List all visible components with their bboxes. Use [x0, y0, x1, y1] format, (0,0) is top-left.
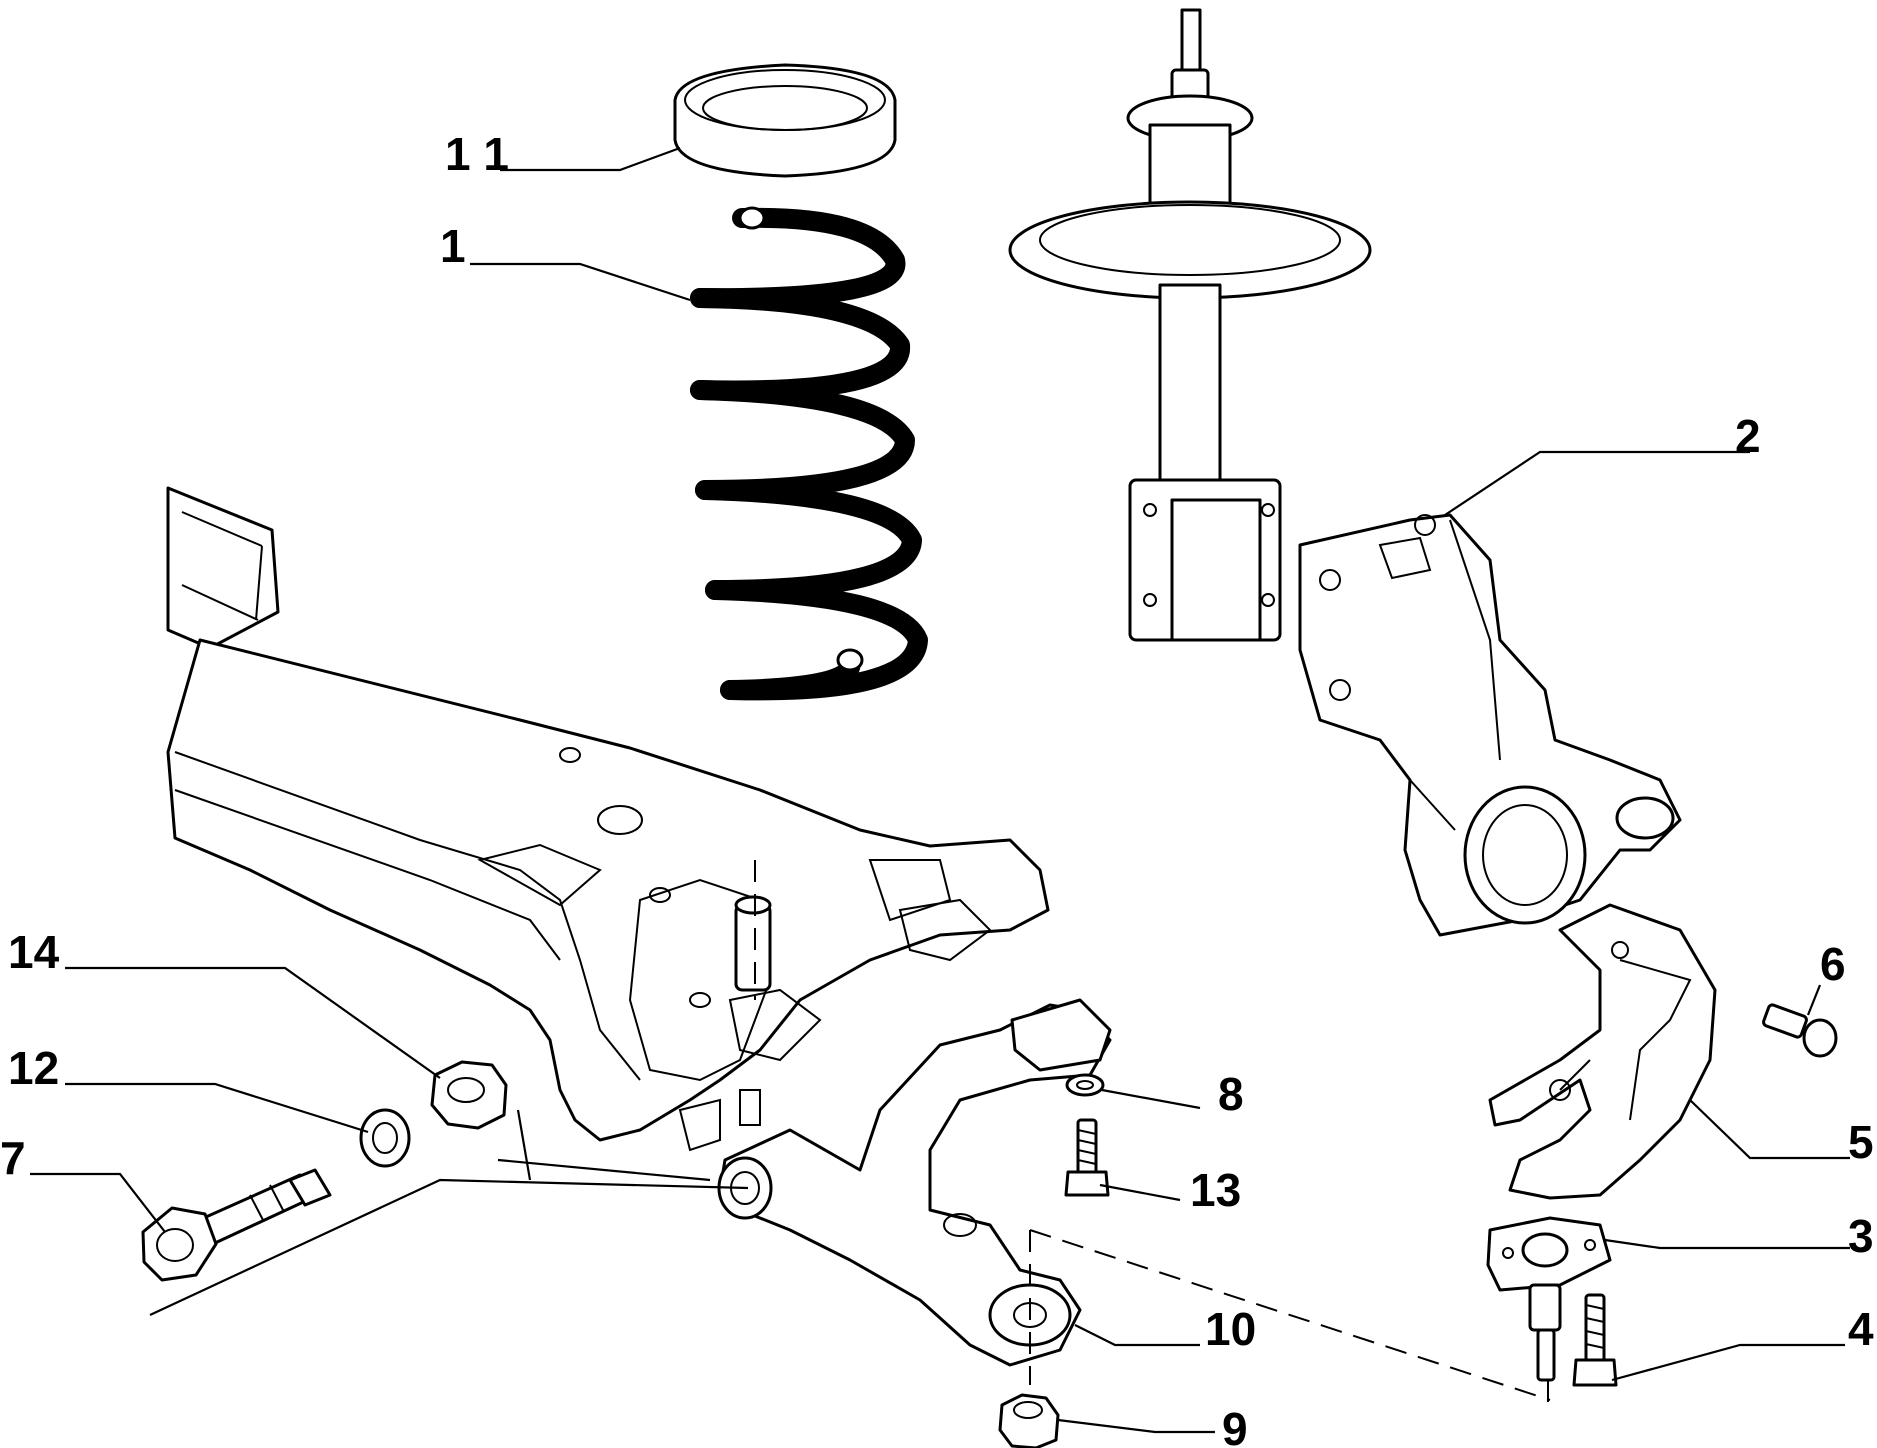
- callout-14: 14: [8, 926, 60, 978]
- spring-seat-pad: [673, 63, 897, 178]
- coil-spring: [690, 206, 928, 701]
- callout-8: 8: [1218, 1068, 1244, 1120]
- ball-joint: [1486, 1216, 1612, 1382]
- callout-12: 12: [8, 1042, 59, 1094]
- hardware-bolt-4: [1572, 1293, 1618, 1387]
- callout-3: 3: [1848, 1210, 1874, 1262]
- callout-5: 5: [1848, 1116, 1874, 1168]
- callout-13: 13: [1190, 1164, 1241, 1216]
- hardware-bolt-13: [1064, 1118, 1110, 1197]
- hardware-nut-9: [998, 1393, 1060, 1448]
- callout-6: 6: [1820, 938, 1846, 990]
- callout-numbers: 1 1 1 2 14 12 7 6 8 13 5 3 10 4 9: [0, 128, 1874, 1448]
- brake-dust-shield: [1488, 903, 1717, 1200]
- callout-9: 9: [1222, 1403, 1248, 1448]
- steering-knuckle: [1298, 513, 1682, 937]
- hardware-washer-12: [359, 1108, 411, 1168]
- leader-lines: [30, 146, 1850, 1434]
- callout-7: 7: [0, 1132, 26, 1184]
- hardware-washer-8: [1065, 1073, 1105, 1097]
- callout-1: 1: [440, 220, 466, 272]
- hardware-bolt-7: [141, 1168, 332, 1282]
- lower-control-arm: [717, 998, 1112, 1367]
- assembly-axis-lines: [754, 860, 1551, 1410]
- callout-11: 1 1: [445, 128, 509, 180]
- hardware-bolt-6: [1762, 1003, 1838, 1058]
- subframe-crossmember: [166, 486, 1050, 1152]
- callout-4: 4: [1848, 1303, 1874, 1355]
- callout-2: 2: [1735, 410, 1761, 462]
- hardware-nut-14: [430, 1060, 508, 1130]
- callout-10: 10: [1205, 1303, 1256, 1355]
- shock-absorber-strut: [1008, 8, 1372, 642]
